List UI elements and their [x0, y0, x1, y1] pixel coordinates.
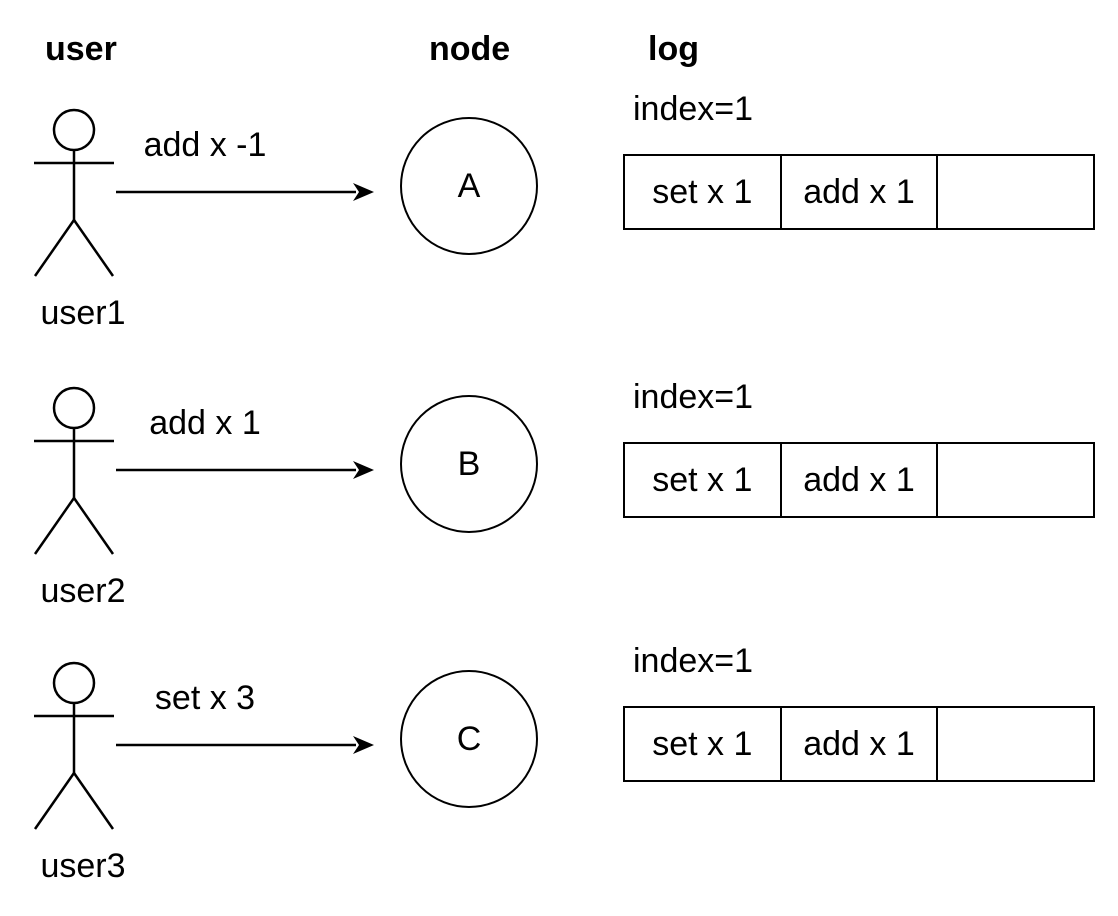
log-table: set x 1 add x 1: [623, 442, 1095, 518]
log-cell: set x 1: [652, 173, 753, 211]
node-label: C: [456, 720, 482, 758]
stick-figure-actor-icon: [33, 661, 115, 830]
log-cell: add x 1: [779, 444, 937, 516]
log-index-label: index=1: [633, 642, 754, 680]
column-header-user: user: [45, 30, 117, 68]
user-name-label: user3: [40, 847, 126, 885]
node-label: B: [457, 445, 481, 483]
log-index-label: index=1: [633, 378, 754, 416]
diagram-row: add x -1 A index=1 set x 1 add x 1 user1: [0, 90, 1118, 417]
log-cell: [936, 708, 1093, 780]
message-label: add x -1: [143, 126, 267, 164]
log-cell: set x 1: [652, 461, 753, 499]
node-circle: A: [400, 117, 538, 255]
node-label: A: [457, 167, 481, 205]
node-circle: C: [400, 670, 538, 808]
arrow-right-icon: [116, 461, 374, 479]
stick-figure-actor-icon: [33, 386, 115, 555]
user-name-label: user1: [40, 294, 126, 332]
arrow-right-icon: [116, 736, 374, 754]
log-table: set x 1 add x 1: [623, 706, 1095, 782]
diagram-row: add x 1 B index=1 set x 1 add x 1 user2: [0, 373, 1118, 695]
arrow-right-icon: [116, 183, 374, 201]
log-table: set x 1 add x 1: [623, 154, 1095, 230]
column-header-log: log: [648, 30, 699, 68]
message-label: add x 1: [149, 404, 261, 442]
log-cell: [936, 444, 1093, 516]
message-label: set x 3: [154, 679, 256, 717]
log-cell: [936, 156, 1093, 228]
user-name-label: user2: [40, 572, 126, 610]
log-cell: add x 1: [779, 708, 937, 780]
log-cell: set x 1: [652, 725, 753, 763]
log-index-label: index=1: [633, 90, 754, 128]
diagram-row: set x 3 C index=1 set x 1 add x 1 user3: [0, 644, 1118, 916]
column-header-node: node: [429, 30, 511, 68]
log-cell: add x 1: [779, 156, 937, 228]
node-circle: B: [400, 395, 538, 533]
stick-figure-actor-icon: [33, 108, 115, 277]
